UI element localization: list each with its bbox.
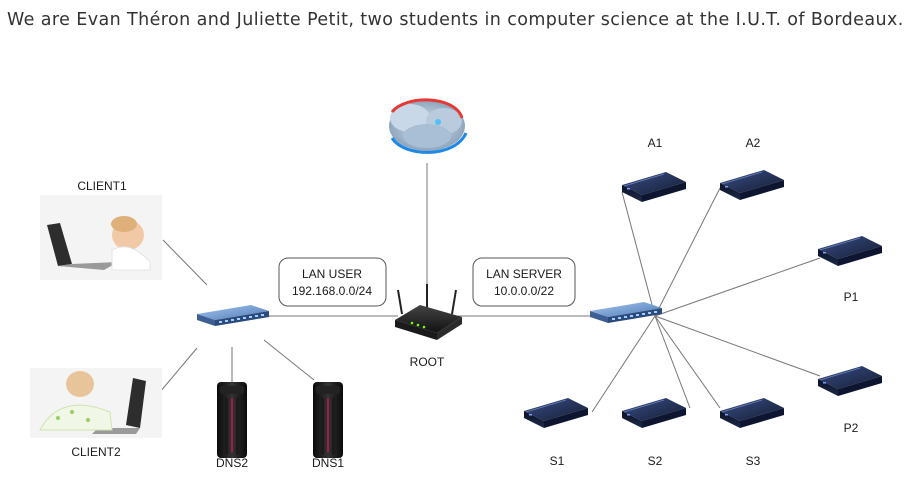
server-icon [621, 397, 687, 429]
a1-label: A1 [648, 136, 663, 150]
server-icon [719, 169, 785, 201]
s1-label: S1 [550, 454, 565, 468]
laptop-icon [30, 368, 162, 438]
lan-user-box: LAN USER 192.168.0.0/24 [278, 257, 387, 307]
lan-server-network: 10.0.0.0/22 [494, 284, 554, 298]
lan-user-title: LAN USER [302, 267, 362, 281]
server-icon [719, 397, 785, 429]
s2-label: S2 [648, 454, 663, 468]
p1-label: P1 [844, 290, 859, 304]
client2-label: CLIENT2 [71, 445, 121, 459]
s3-label: S3 [746, 454, 761, 468]
a2-label: A2 [746, 136, 761, 150]
switch-icon [197, 305, 269, 326]
p2-label: P2 [844, 421, 859, 435]
lan-server-title: LAN SERVER [486, 267, 562, 281]
server-icon [523, 397, 589, 429]
tower-server-icon [312, 381, 344, 459]
intro-paragraph: We are Evan Théron and Juliette Petit, t… [7, 10, 904, 30]
lan-server-box: LAN SERVER 10.0.0.0/22 [472, 257, 576, 307]
lan-user-network: 192.168.0.0/24 [292, 284, 372, 298]
links [159, 163, 821, 413]
tower-server-icon [216, 381, 248, 459]
dns1-label: DNS1 [312, 456, 344, 470]
server-icon [621, 171, 687, 203]
root-label: ROOT [410, 355, 445, 369]
server-icon [817, 365, 883, 397]
switch-icon [590, 302, 662, 323]
cloud-icon [389, 98, 468, 154]
dns2-label: DNS2 [216, 456, 248, 470]
server-icon [817, 235, 883, 267]
router-icon [395, 284, 462, 340]
client1-label: CLIENT1 [77, 179, 127, 193]
laptop-icon [40, 195, 162, 280]
